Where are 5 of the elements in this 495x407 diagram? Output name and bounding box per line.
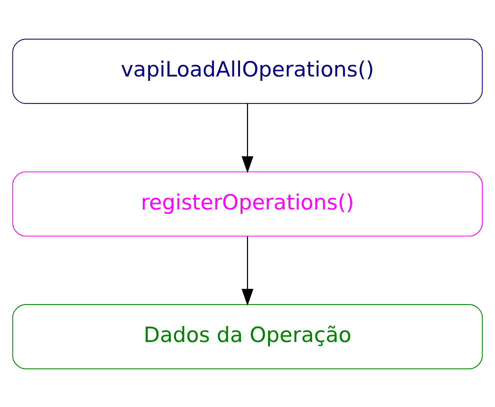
arrow	[242, 236, 254, 306]
node-box: registerOperations()	[12, 170, 483, 236]
node-box: vapiLoadAllOperations()	[12, 38, 483, 104]
node-box: Dados da Operação	[12, 304, 483, 369]
arrow	[242, 103, 254, 173]
